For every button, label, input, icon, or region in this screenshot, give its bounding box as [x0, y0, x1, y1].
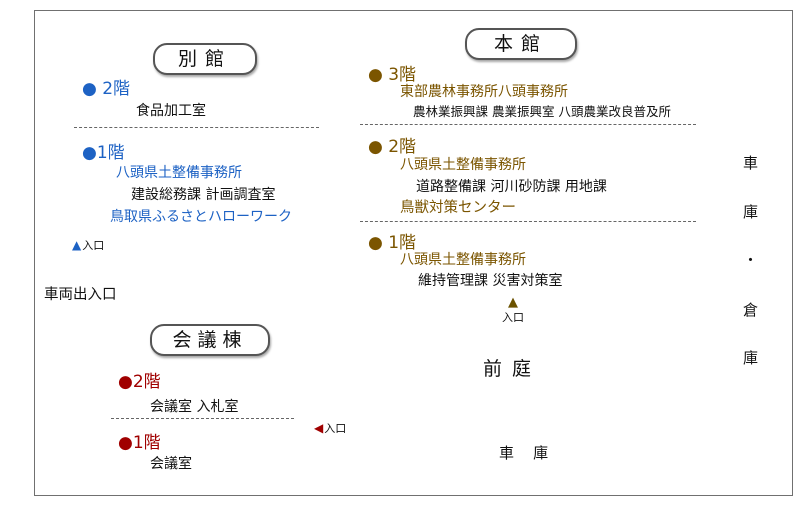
- conference-entrance-label: 入口: [324, 422, 347, 435]
- conference-floor-divider: [111, 418, 294, 419]
- main-floor3-divider: [360, 124, 696, 125]
- map-frame: [34, 10, 793, 496]
- annex-title: 別館: [153, 43, 257, 75]
- conference-title: 会議棟: [150, 324, 270, 356]
- annex-floor-divider: [74, 127, 319, 128]
- main-floor2-divider: [360, 221, 696, 222]
- annex-floor1-sections: 建設総務課 計画調査室: [131, 187, 276, 203]
- front-yard-label: 前庭: [483, 358, 542, 380]
- conference-entrance-arrow-icon: ◀: [314, 421, 324, 435]
- conference-floor1-rooms: 会議室: [150, 456, 192, 472]
- conference-floor1-heading: ●1階: [118, 433, 161, 453]
- main-floor3-heading: ● 3階: [368, 65, 417, 85]
- conference-floor2-rooms: 会議室 入札室: [150, 399, 239, 415]
- main-floor3-sections: 農林業振興課 農業振興室 八頭農業改良普及所: [413, 104, 671, 119]
- main-title: 本館: [465, 28, 577, 60]
- annex-floor1-hellowork: 鳥取県ふるさとハローワーク: [110, 209, 292, 225]
- garage-side-char-3: ・: [743, 251, 759, 269]
- garage-side-char-1: 車: [743, 154, 759, 172]
- annex-floor2-heading: ● 2階: [82, 79, 131, 99]
- main-entrance: ▲ 入口: [502, 296, 524, 325]
- garage-side-char-4: 倉: [743, 301, 759, 319]
- annex-entrance-arrow-icon: ▲: [72, 238, 82, 252]
- main-floor2-heading: ● 2階: [368, 137, 417, 157]
- annex-floor1-heading: ●1階: [82, 143, 125, 163]
- vehicle-gate-label: 車両出入口: [44, 287, 117, 303]
- annex-floor1-office: 八頭県土整備事務所: [116, 165, 242, 181]
- main-floor1-sections: 維持管理課 災害対策室: [418, 273, 563, 289]
- garage-side-char-5: 庫: [743, 349, 759, 367]
- annex-entrance-label: 入口: [82, 239, 105, 252]
- garage-bottom-label: 車 庫: [499, 444, 549, 462]
- main-floor2-office: 八頭県土整備事務所: [400, 157, 526, 173]
- main-floor2-wildlife-center: 鳥獣対策センター: [400, 200, 516, 216]
- annex-floor2-room: 食品加工室: [136, 103, 206, 119]
- main-floor1-office: 八頭県土整備事務所: [400, 252, 526, 268]
- main-floor3-office: 東部農林事務所八頭事務所: [400, 84, 568, 100]
- main-entrance-label: 入口: [502, 311, 524, 324]
- main-floor1-heading: ● 1階: [368, 233, 417, 253]
- garage-side-char-2: 庫: [743, 203, 759, 221]
- main-entrance-arrow-icon: ▲: [508, 295, 518, 310]
- conference-entrance: ◀ 入口: [314, 420, 346, 436]
- annex-entrance: ▲ 入口: [72, 237, 104, 253]
- main-floor2-sections: 道路整備課 河川砂防課 用地課: [416, 179, 607, 195]
- conference-floor2-heading: ●2階: [118, 372, 161, 392]
